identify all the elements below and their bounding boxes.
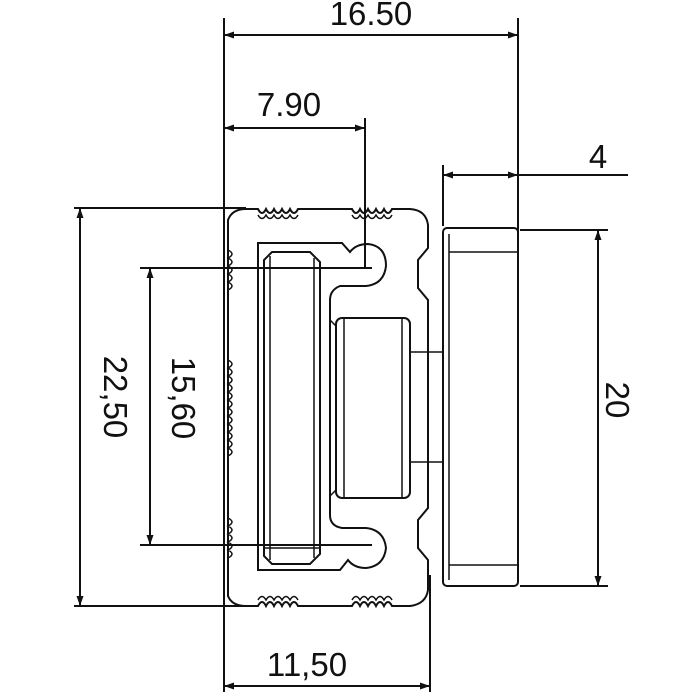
- dimension-overall-width: 16.50: [224, 0, 518, 39]
- spacer-collar: [335, 317, 411, 499]
- dimension-overall-height: 22,50: [76, 208, 134, 606]
- left-ribs: [226, 249, 233, 559]
- dimension-label-body-width: 11,50: [267, 646, 347, 683]
- profile-outline: [227, 206, 429, 609]
- dimension-slot-spacing: 15,60: [146, 268, 202, 545]
- dimension-label-overall-width: 16.50: [330, 0, 413, 32]
- dimension-label-slot-spacing: 15,60: [165, 357, 202, 440]
- flange-plate: [442, 227, 519, 587]
- dimension-flange-thickness: 4: [443, 138, 628, 179]
- extension-lines: [74, 18, 608, 692]
- dimension-slot-offset: 7.90: [224, 86, 365, 132]
- dimension-label-flange-height: 20: [599, 382, 636, 419]
- t-nut: [263, 251, 321, 565]
- spacer-bolt: [329, 317, 444, 499]
- dimension-flange-height: 20: [594, 230, 636, 586]
- dimension-body-width: 11,50: [224, 646, 430, 690]
- dimension-label-slot-offset: 7.90: [257, 86, 321, 123]
- dimension-label-overall-height: 22,50: [97, 356, 134, 439]
- inner-channel: [257, 242, 388, 571]
- flange-rect: [442, 227, 519, 587]
- profile-body: [226, 206, 429, 609]
- dimension-label-flange-thickness: 4: [589, 138, 607, 175]
